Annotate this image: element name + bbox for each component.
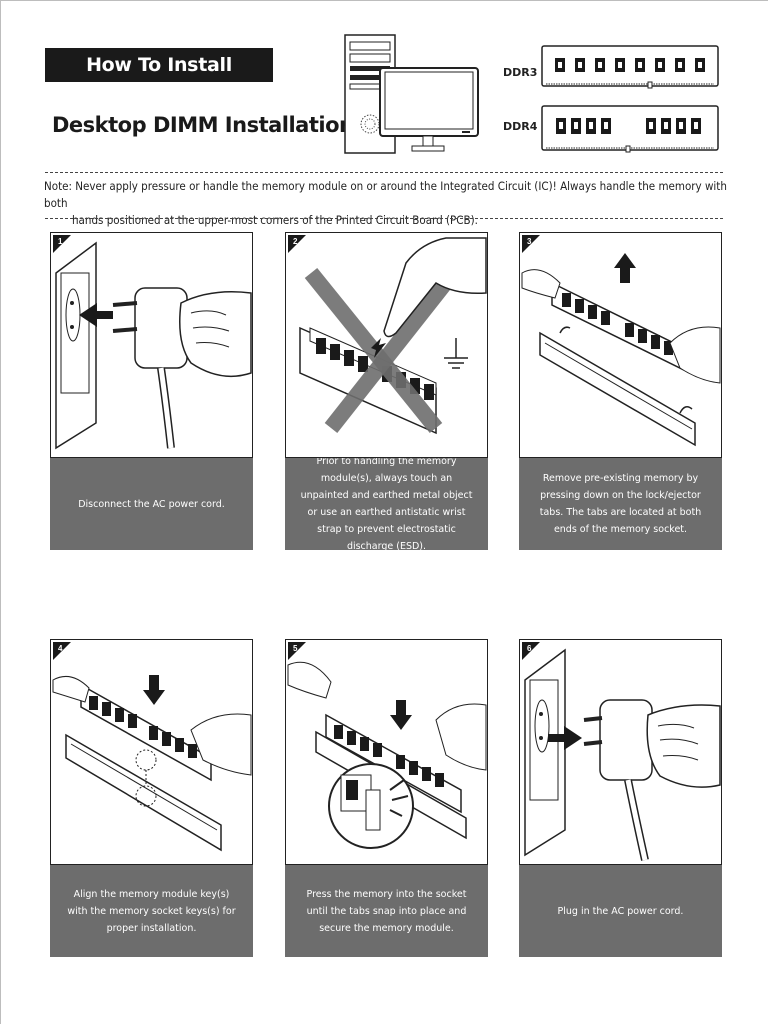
ddr3-module-icon bbox=[540, 44, 720, 92]
step-1-caption: Disconnect the AC power cord. bbox=[50, 458, 253, 550]
step-3-caption: Remove pre-existing memory by pressing d… bbox=[519, 458, 722, 550]
step-5-caption: Press the memory into the socket until t… bbox=[285, 865, 488, 957]
step-6-illustration: 6 bbox=[519, 639, 722, 865]
step-6: 6 Plug in the AC power cord. bbox=[519, 639, 722, 957]
divider-top bbox=[45, 172, 723, 173]
page-border-top bbox=[0, 0, 768, 1]
page-border-left bbox=[0, 0, 1, 1024]
step-1-illustration: 1 bbox=[50, 232, 253, 458]
page-subtitle: Desktop DIMM Installation bbox=[52, 113, 353, 137]
step-6-caption: Plug in the AC power cord. bbox=[519, 865, 722, 957]
align-memory-key-icon bbox=[51, 640, 252, 864]
step-5-illustration: 5 bbox=[285, 639, 488, 865]
step-2: 2 Prior to handling the m bbox=[285, 232, 488, 550]
step-4-illustration: 4 bbox=[50, 639, 253, 865]
note-line-1: Note: Never apply pressure or handle the… bbox=[44, 178, 734, 212]
step-3: 3 Remove pre-existing memory by pressing… bbox=[519, 232, 722, 550]
divider-bottom bbox=[45, 218, 723, 219]
step-2-caption: Prior to handling the memory module(s), … bbox=[285, 458, 488, 550]
page-title: How To Install Memory bbox=[45, 48, 273, 82]
unplug-power-cord-icon bbox=[51, 233, 252, 457]
ddr4-label: DDR4 bbox=[503, 120, 537, 133]
step-2-illustration: 2 bbox=[285, 232, 488, 458]
step-5: 5 Press the memory into t bbox=[285, 639, 488, 957]
ddr3-label: DDR3 bbox=[503, 66, 537, 79]
plug-power-cord-icon bbox=[520, 640, 721, 864]
step-4: 4 Align the memory module key(s) w bbox=[50, 639, 253, 957]
handling-note: Note: Never apply pressure or handle the… bbox=[44, 178, 734, 229]
press-memory-icon bbox=[286, 640, 487, 864]
esd-warning-icon bbox=[286, 233, 487, 457]
step-1: 1 Disconnect the AC power cord. bbox=[50, 232, 253, 550]
desktop-computer-icon bbox=[340, 30, 485, 158]
remove-memory-icon bbox=[520, 233, 721, 457]
note-line-2: hands positioned at the upper-most corne… bbox=[44, 212, 734, 229]
ddr4-module-icon bbox=[540, 104, 720, 156]
step-4-caption: Align the memory module key(s) with the … bbox=[50, 865, 253, 957]
step-3-illustration: 3 bbox=[519, 232, 722, 458]
